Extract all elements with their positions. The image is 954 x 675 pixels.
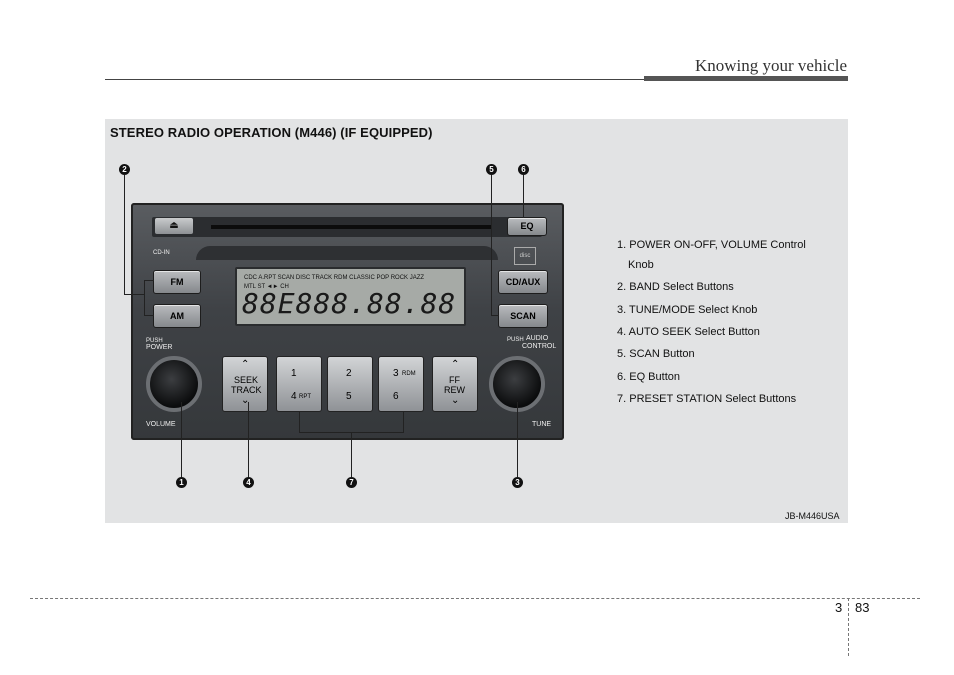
- push-label-left: PUSH: [146, 338, 163, 344]
- cd-in-label: CD-IN: [153, 250, 170, 256]
- callout-3: 3: [512, 477, 523, 488]
- compact-disc-logo: disc: [514, 247, 536, 265]
- callout-4: 4: [243, 477, 254, 488]
- legend-item-7: 7. PRESET STATION Select Buttons: [617, 393, 797, 405]
- lcd-status-row: MTL ST ◄► CH: [244, 284, 289, 290]
- tune-label: TUNE: [532, 421, 552, 428]
- leader-2: [144, 315, 154, 316]
- leader-6: [523, 175, 524, 218]
- leader-2: [144, 280, 145, 315]
- leader-2: [124, 175, 125, 294]
- legend-item-5: 5. SCAN Button: [617, 348, 695, 360]
- legend-item-3: 3. TUNE/MODE Select Knob: [617, 304, 758, 316]
- preset-3-6-button[interactable]: 3 RDM 6: [378, 356, 424, 412]
- leader-1: [181, 402, 182, 477]
- eq-button[interactable]: EQ: [507, 217, 547, 236]
- callout-6-text: 6: [521, 165, 526, 174]
- preset-6-label: 6: [393, 391, 399, 402]
- track-label: TRACK: [231, 385, 262, 395]
- legend-item-6: 6. EQ Button: [617, 371, 680, 383]
- footer-divider: [848, 598, 849, 656]
- preset-3-label: 3: [393, 368, 399, 379]
- callout-1-text: 1: [179, 478, 184, 487]
- callout-3-text: 3: [515, 478, 520, 487]
- section-heading: STEREO RADIO OPERATION (M446) (IF EQUIPP…: [110, 125, 433, 140]
- control-label: CONTROL: [522, 343, 557, 350]
- chevron-up-icon: ⌃: [451, 359, 460, 370]
- rdm-label: RDM: [402, 371, 416, 377]
- legend-item-4: 4. AUTO SEEK Select Button: [617, 326, 760, 338]
- preset-2-5-button[interactable]: 2 5: [327, 356, 373, 412]
- leader-2: [124, 294, 144, 295]
- callout-1: 1: [176, 477, 187, 488]
- preset-2-label: 2: [346, 368, 352, 379]
- am-button[interactable]: AM: [153, 304, 201, 328]
- ff-label: FF: [449, 375, 460, 385]
- preset-4-label: 4: [291, 391, 297, 402]
- lcd-display: [235, 267, 466, 326]
- callout-5-text: 5: [489, 165, 494, 174]
- running-header: Knowing your vehicle: [694, 56, 847, 75]
- eject-button[interactable]: ⏏: [155, 218, 193, 234]
- leader-7: [299, 412, 300, 432]
- header-rule: [105, 79, 848, 80]
- chevron-down-icon: ⌄: [241, 395, 250, 406]
- cd-slot: [211, 225, 491, 229]
- lcd-digits: 88E888.88.88: [242, 287, 457, 320]
- callout-5: 5: [486, 164, 497, 175]
- rpt-label: RPT: [299, 394, 311, 400]
- leader-5: [491, 315, 499, 316]
- figure-code: JB-M446USA: [785, 511, 840, 521]
- legend-item-1: 1. POWER ON-OFF, VOLUME Control: [617, 239, 806, 251]
- callout-7-text: 7: [349, 478, 354, 487]
- page-number: 83: [855, 600, 870, 615]
- ff-rew-button[interactable]: ⌃ FF REW ⌄: [432, 356, 478, 412]
- fm-button[interactable]: FM: [153, 270, 201, 294]
- scan-button[interactable]: SCAN: [498, 304, 548, 328]
- chapter-number: 3: [835, 600, 843, 615]
- legend-item-2: 2. BAND Select Buttons: [617, 281, 734, 293]
- legend-item-1-cont: Knob: [628, 259, 654, 271]
- tune-knob[interactable]: [489, 356, 545, 412]
- cd-aux-button[interactable]: CD/AUX: [498, 270, 548, 294]
- volume-label: VOLUME: [146, 421, 176, 428]
- seek-label: SEEK: [234, 375, 259, 385]
- callout-4-text: 4: [246, 478, 251, 487]
- leader-3: [517, 402, 518, 477]
- face-ridge: [196, 246, 498, 260]
- callout-2: 2: [119, 164, 130, 175]
- power-label: POWER: [146, 344, 173, 351]
- callout-7: 7: [346, 477, 357, 488]
- leader-7: [299, 432, 404, 433]
- preset-5-label: 5: [346, 391, 352, 402]
- leader-4: [248, 402, 249, 477]
- chevron-up-icon: ⌃: [241, 359, 250, 370]
- leader-5: [491, 175, 492, 315]
- chevron-down-icon: ⌄: [451, 395, 460, 406]
- eject-icon: ⏏: [169, 220, 179, 231]
- callout-2-text: 2: [122, 165, 127, 174]
- callout-6: 6: [518, 164, 529, 175]
- audio-label: AUDIO: [526, 335, 549, 342]
- push-label-right: PUSH: [507, 337, 524, 343]
- footer-rule: [30, 598, 920, 599]
- leader-2: [144, 280, 154, 281]
- volume-knob[interactable]: [146, 356, 202, 412]
- leader-7: [403, 412, 404, 432]
- lcd-indicator-row: CDC A.RPT SCAN DISC TRACK RDM CLASSIC PO…: [244, 275, 425, 281]
- preset-1-label: 1: [291, 368, 297, 379]
- header-accent-bar: [644, 76, 848, 81]
- rew-label: REW: [444, 385, 465, 395]
- preset-1-4-button[interactable]: 1 4 RPT: [276, 356, 322, 412]
- seek-track-button[interactable]: ⌃ SEEK TRACK ⌄: [222, 356, 268, 412]
- leader-7: [351, 432, 352, 477]
